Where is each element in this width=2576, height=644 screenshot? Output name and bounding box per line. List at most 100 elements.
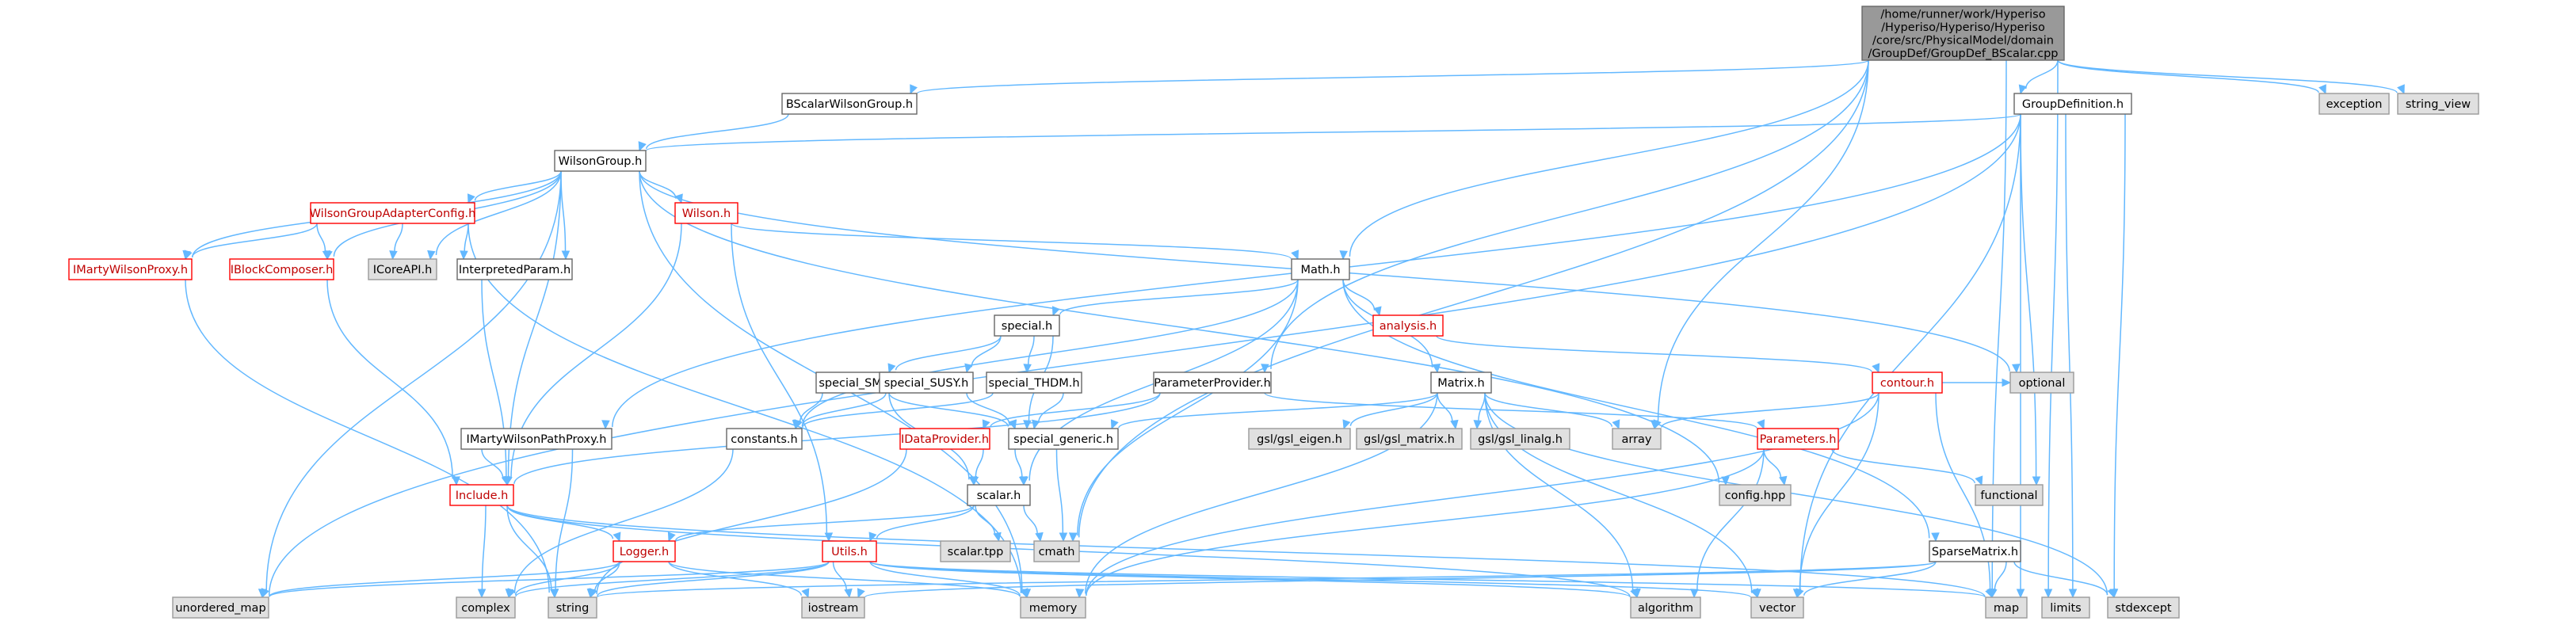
edge-special-to-special_SM: [887, 335, 1002, 374]
edge-Logger-to-iostream: [668, 561, 810, 599]
edge-WilsonGroup-to-InterpretedParam: [560, 170, 571, 261]
node-label: string: [556, 602, 590, 615]
node-string: string: [548, 596, 597, 619]
node-label: cmath: [1039, 546, 1075, 558]
node-label: constants.h: [731, 433, 797, 446]
node-Parameters[interactable]: Parameters.h: [1757, 428, 1839, 450]
node-string_view: string_view: [2397, 93, 2479, 115]
edge-SparseMatrix-to-string: [589, 561, 1937, 599]
edge-Matrix-to-array: [1484, 392, 1620, 430]
edge-SparseMatrix-to-vector: [1796, 561, 1937, 599]
node-Matrix[interactable]: Matrix.h: [1430, 372, 1492, 394]
edge-WilsonGroupAdapterConfig-to-InterpretedParam: [460, 223, 469, 261]
node-analysis[interactable]: analysis.h: [1372, 314, 1444, 337]
node-gsl_eigen: gsl/gsl_eigen.h: [1248, 428, 1351, 450]
node-label: gsl/gsl_eigen.h: [1257, 433, 1342, 446]
edge-scalar-to-Utils: [868, 505, 975, 543]
edge-contour-to-optional: [1942, 378, 2012, 387]
node-GroupDefinition[interactable]: GroupDefinition.h: [2013, 93, 2132, 115]
edge-Math-to-cmath: [1069, 279, 1299, 543]
node-label: ICoreAPI.h: [373, 264, 433, 276]
edge-Include-to-string: [506, 505, 559, 599]
node-label: unordered_map: [175, 602, 265, 615]
edge-Matrix-to-gsl_matrix: [1437, 392, 1459, 430]
node-constants[interactable]: constants.h: [726, 428, 803, 450]
node-label: contour.h: [1880, 377, 1934, 390]
edge-WilsonGroupAdapterConfig-to-ICoreAPI: [389, 223, 403, 261]
node-WilsonGroup[interactable]: WilsonGroup.h: [554, 150, 647, 172]
node-algorithm: algorithm: [1630, 596, 1701, 619]
node-label: IMartyWilsonPathProxy.h: [467, 433, 607, 446]
node-Utils[interactable]: Utils.h: [822, 540, 877, 562]
edge-scalar-to-cmath: [1023, 505, 1044, 543]
edge-SparseMatrix-to-map: [1989, 561, 2007, 599]
node-exception: exception: [2318, 93, 2390, 115]
edge-special_generic-to-scalar: [1014, 448, 1028, 486]
node-InterpretedParam[interactable]: InterpretedParam.h: [456, 258, 573, 280]
edge-Math-to-special: [1051, 279, 1299, 317]
node-contour[interactable]: contour.h: [1872, 372, 1943, 394]
node-map: map: [1985, 596, 2028, 619]
node-Math[interactable]: Math.h: [1291, 258, 1350, 280]
node-label: analysis.h: [1380, 320, 1437, 333]
edge-Parameters-to-functional: [1831, 448, 1983, 486]
edge-WilsonGroup-to-ICoreAPI: [427, 170, 562, 261]
node-WilsonGroupAdapterConfig[interactable]: WilsonGroupAdapterConfig.h: [310, 202, 476, 224]
edge-scalar-to-Logger: [667, 505, 975, 543]
edge-special_generic-to-cmath: [1055, 448, 1068, 543]
node-special_generic[interactable]: special_generic.h: [1008, 428, 1119, 450]
node-label: algorithm: [1638, 602, 1693, 615]
edge-SparseMatrix-to-iostream: [857, 561, 1937, 599]
node-special[interactable]: special.h: [994, 314, 1060, 337]
node-label: ParameterProvider.h: [1154, 377, 1271, 390]
edge-GroupDefinition-to-unordered_map: [258, 113, 2021, 599]
edge-WilsonGroupAdapterConfig-to-IBlockComposer: [316, 223, 331, 261]
node-SparseMatrix[interactable]: SparseMatrix.h: [1929, 540, 2021, 562]
node-label: limits: [2050, 602, 2081, 615]
node-scalar_tpp: scalar.tpp: [940, 540, 1011, 562]
node-label: /core/src/PhysicalModel/domain: [1872, 34, 2054, 47]
node-IBlockComposer[interactable]: IBlockComposer.h: [229, 258, 334, 280]
node-scalar[interactable]: scalar.h: [967, 484, 1031, 506]
edge-scalar-to-scalar_tpp: [975, 505, 1002, 543]
node-cmath: cmath: [1033, 540, 1080, 562]
edge-WilsonGroupAdapterConfig-to-IMartyWilsonProxy: [184, 223, 318, 261]
node-IMartyWilsonPathProxy[interactable]: IMartyWilsonPathProxy.h: [460, 428, 613, 450]
edge-Utils-to-string: [589, 561, 830, 599]
node-label: map: [1994, 602, 2019, 615]
node-label: scalar.tpp: [948, 546, 1004, 558]
node-ParameterProvider[interactable]: ParameterProvider.h: [1153, 372, 1272, 394]
node-stdexcept: stdexcept: [2107, 596, 2180, 619]
node-label: IMartyWilsonProxy.h: [73, 264, 188, 276]
node-label: string_view: [2406, 98, 2471, 111]
node-label: /GroupDef/GroupDef_BScalar.cpp: [1868, 48, 2059, 60]
edge-root-to-GroupDefinition: [2018, 59, 2059, 95]
node-label: special_SUSY.h: [884, 377, 969, 390]
node-label: SparseMatrix.h: [1932, 546, 2018, 558]
node-label: stdexcept: [2115, 602, 2172, 615]
node-label: WilsonGroupAdapterConfig.h: [310, 208, 476, 220]
node-label: optional: [2019, 377, 2066, 390]
edge-Parameters-to-algorithm: [1690, 448, 1765, 599]
edge-Parameters-to-config: [1763, 448, 1788, 486]
node-label: config.hpp: [1725, 490, 1786, 502]
edge-analysis-to-contour: [1436, 335, 1880, 374]
node-Include[interactable]: Include.h: [449, 484, 514, 506]
node-label: scalar.h: [977, 490, 1021, 502]
node-root[interactable]: /home/runner/work/Hyperiso/Hyperiso/Hype…: [1861, 6, 2065, 61]
node-Logger[interactable]: Logger.h: [613, 540, 676, 562]
edge-GroupDefinition-to-vector: [1792, 113, 2021, 599]
node-Wilson[interactable]: Wilson.h: [674, 202, 738, 224]
dependency-edges: [182, 59, 2405, 599]
node-IDataProvider[interactable]: IDataProvider.h: [899, 428, 990, 450]
node-BScalarWilsonGroup[interactable]: BScalarWilsonGroup.h: [781, 93, 918, 115]
node-complex: complex: [456, 596, 516, 619]
edge-root-to-exception: [2057, 59, 2326, 95]
node-IMartyWilsonProxy[interactable]: IMartyWilsonProxy.h: [68, 258, 193, 280]
edge-Utils-to-unordered_map: [261, 561, 830, 599]
node-label: special_THDM.h: [988, 377, 1079, 390]
node-label: special.h: [1002, 320, 1052, 333]
node-special_SUSY[interactable]: special_SUSY.h: [879, 372, 974, 394]
node-special_THDM[interactable]: special_THDM.h: [986, 372, 1082, 394]
